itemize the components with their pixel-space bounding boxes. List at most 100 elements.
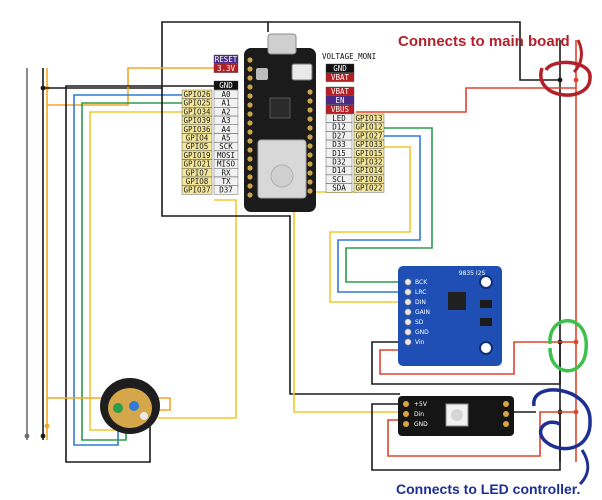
pin-label-gpio37-box xyxy=(181,185,213,195)
pin-label-r-d32-text: D32 xyxy=(332,158,346,167)
pin-label-r-gpio15-text: GPIO15 xyxy=(355,149,382,158)
pin-label-r-d33-text: D33 xyxy=(332,140,346,149)
pin-label-gpio25: GPIO25 xyxy=(181,98,213,108)
pin-label-a2: A2 xyxy=(213,107,239,116)
amp-pin-gain: GAIN xyxy=(415,309,430,316)
pin-label-r-gpio15: GPIO15 xyxy=(353,148,385,158)
pin-label-r-d15: D15 xyxy=(325,148,353,158)
header-pin xyxy=(307,116,313,122)
pin-label-gpio5: GPIO5 xyxy=(181,141,213,151)
blue-circle-led xyxy=(532,388,592,451)
reset-button xyxy=(256,68,268,80)
header-pin xyxy=(307,188,313,194)
pin-label-gpio36-text: GPIO36 xyxy=(183,125,211,134)
pin-label-r-gpio20-text: GPIO20 xyxy=(355,175,383,184)
note-led-controller: Connects to LED controller. xyxy=(396,481,580,497)
pin-label-33v: 3.3V xyxy=(213,63,239,73)
pin-label-a4-text: A4 xyxy=(221,125,231,134)
green-circle-amp xyxy=(548,319,588,373)
red-arrow xyxy=(572,39,583,74)
pin-label-sck: SCK xyxy=(213,141,239,151)
pin-label-r-scl: SCL xyxy=(325,174,353,184)
rail-junction xyxy=(40,433,46,439)
pixel-lens xyxy=(451,409,463,421)
pin-label-r-scl-text: SCL xyxy=(332,175,346,184)
header-pin xyxy=(307,170,313,176)
pin-label-a3: A3 xyxy=(213,115,239,125)
pin-label-a0-text: A0 xyxy=(221,90,231,99)
rail-junction xyxy=(44,423,50,429)
pin-label-r-d33: D33 xyxy=(325,139,353,149)
red-circle-main-board xyxy=(539,60,592,97)
header-pin xyxy=(247,84,253,90)
pin-label-mosi-text: MOSI xyxy=(217,151,235,160)
amp-pin-gnd: GND xyxy=(415,329,429,336)
header-pin xyxy=(247,57,253,63)
pin-label-r-vbat-2-box xyxy=(325,86,355,96)
amp-pin-din: DIN xyxy=(415,299,426,306)
wire-i2s-blue xyxy=(337,135,421,293)
pin-label-r-gpio33-text: GPIO33 xyxy=(355,140,382,149)
pin-label-r-en-3-text: EN xyxy=(335,96,344,105)
pin-label-gpio5-text: GPIO5 xyxy=(186,142,209,151)
pin-label-r-gpio22-text: GPIO22 xyxy=(355,184,382,193)
wire-pixel-gnd-loop xyxy=(161,88,400,395)
pin-label-r-en-3-box xyxy=(325,95,355,105)
header-pin xyxy=(307,179,313,185)
pin-label-gpio7-text: GPIO7 xyxy=(186,168,209,177)
amp-pcb xyxy=(398,266,502,366)
left-rails xyxy=(24,68,50,440)
pixel-pin-din: Din xyxy=(414,411,424,418)
wire-mic-blue xyxy=(73,94,182,446)
rail-junction xyxy=(24,433,30,439)
feather-board: VOLTAGE_MONI xyxy=(244,33,376,212)
pixel-pin-pad xyxy=(403,421,409,427)
pin-label-gnd-text: GND xyxy=(219,81,233,90)
usb-c-connector xyxy=(267,33,297,55)
header-pin xyxy=(247,93,253,99)
wire-mic-data xyxy=(158,199,237,419)
amp-pin-pad xyxy=(404,308,412,316)
pin-label-r-gpio13: GPIO13 xyxy=(353,113,385,123)
annotations: Connects to main board Connects to LED c… xyxy=(396,33,592,497)
pin-label-r-gpio32-text: GPIO32 xyxy=(355,158,382,167)
pin-label-r-gnd-0-box xyxy=(325,63,355,73)
feather-left-pins xyxy=(247,57,253,198)
header-pin xyxy=(247,75,253,81)
header-pin xyxy=(247,138,253,144)
microphone xyxy=(100,378,160,434)
wire-pixel-vin xyxy=(387,411,576,457)
amp-pin-pad xyxy=(404,278,412,286)
rail-junction xyxy=(573,77,579,83)
pin-label-r-vbat-1-box xyxy=(325,72,355,82)
pin-label-r-gnd-0: GND xyxy=(325,63,355,73)
pin-label-r-led-text: LED xyxy=(332,114,346,123)
pin-label-gpio37: GPIO37 xyxy=(181,185,213,195)
header-pin xyxy=(307,89,313,95)
pin-label-rx-text: RX xyxy=(221,168,231,177)
blue-arrow xyxy=(578,449,590,486)
header-pin xyxy=(247,156,253,162)
wire-i2s-green xyxy=(345,127,433,283)
pin-label-r-vbat-1: VBAT xyxy=(325,72,355,82)
pin-label-r-vbat-2-text: VBAT xyxy=(331,87,350,96)
wire-led-data xyxy=(293,191,400,413)
pin-label-r-gpio27: GPIO27 xyxy=(353,131,385,140)
pin-label-gnd-box xyxy=(213,80,239,90)
pin-label-gpio37-text: GPIO37 xyxy=(183,186,210,195)
pin-label-r-gpio14: GPIO14 xyxy=(353,165,385,175)
pin-label-a4: A4 xyxy=(213,124,239,134)
pin-label-r-gpio33: GPIO33 xyxy=(353,139,385,149)
pin-label-r-gpio13-text: GPIO13 xyxy=(355,114,382,123)
header-pin xyxy=(247,174,253,180)
pin-label-r-sda-text: SDA xyxy=(332,184,346,193)
pin-label-r-gnd-0-text: GND xyxy=(333,64,347,73)
pin-label-r-d14: D14 xyxy=(325,165,353,175)
